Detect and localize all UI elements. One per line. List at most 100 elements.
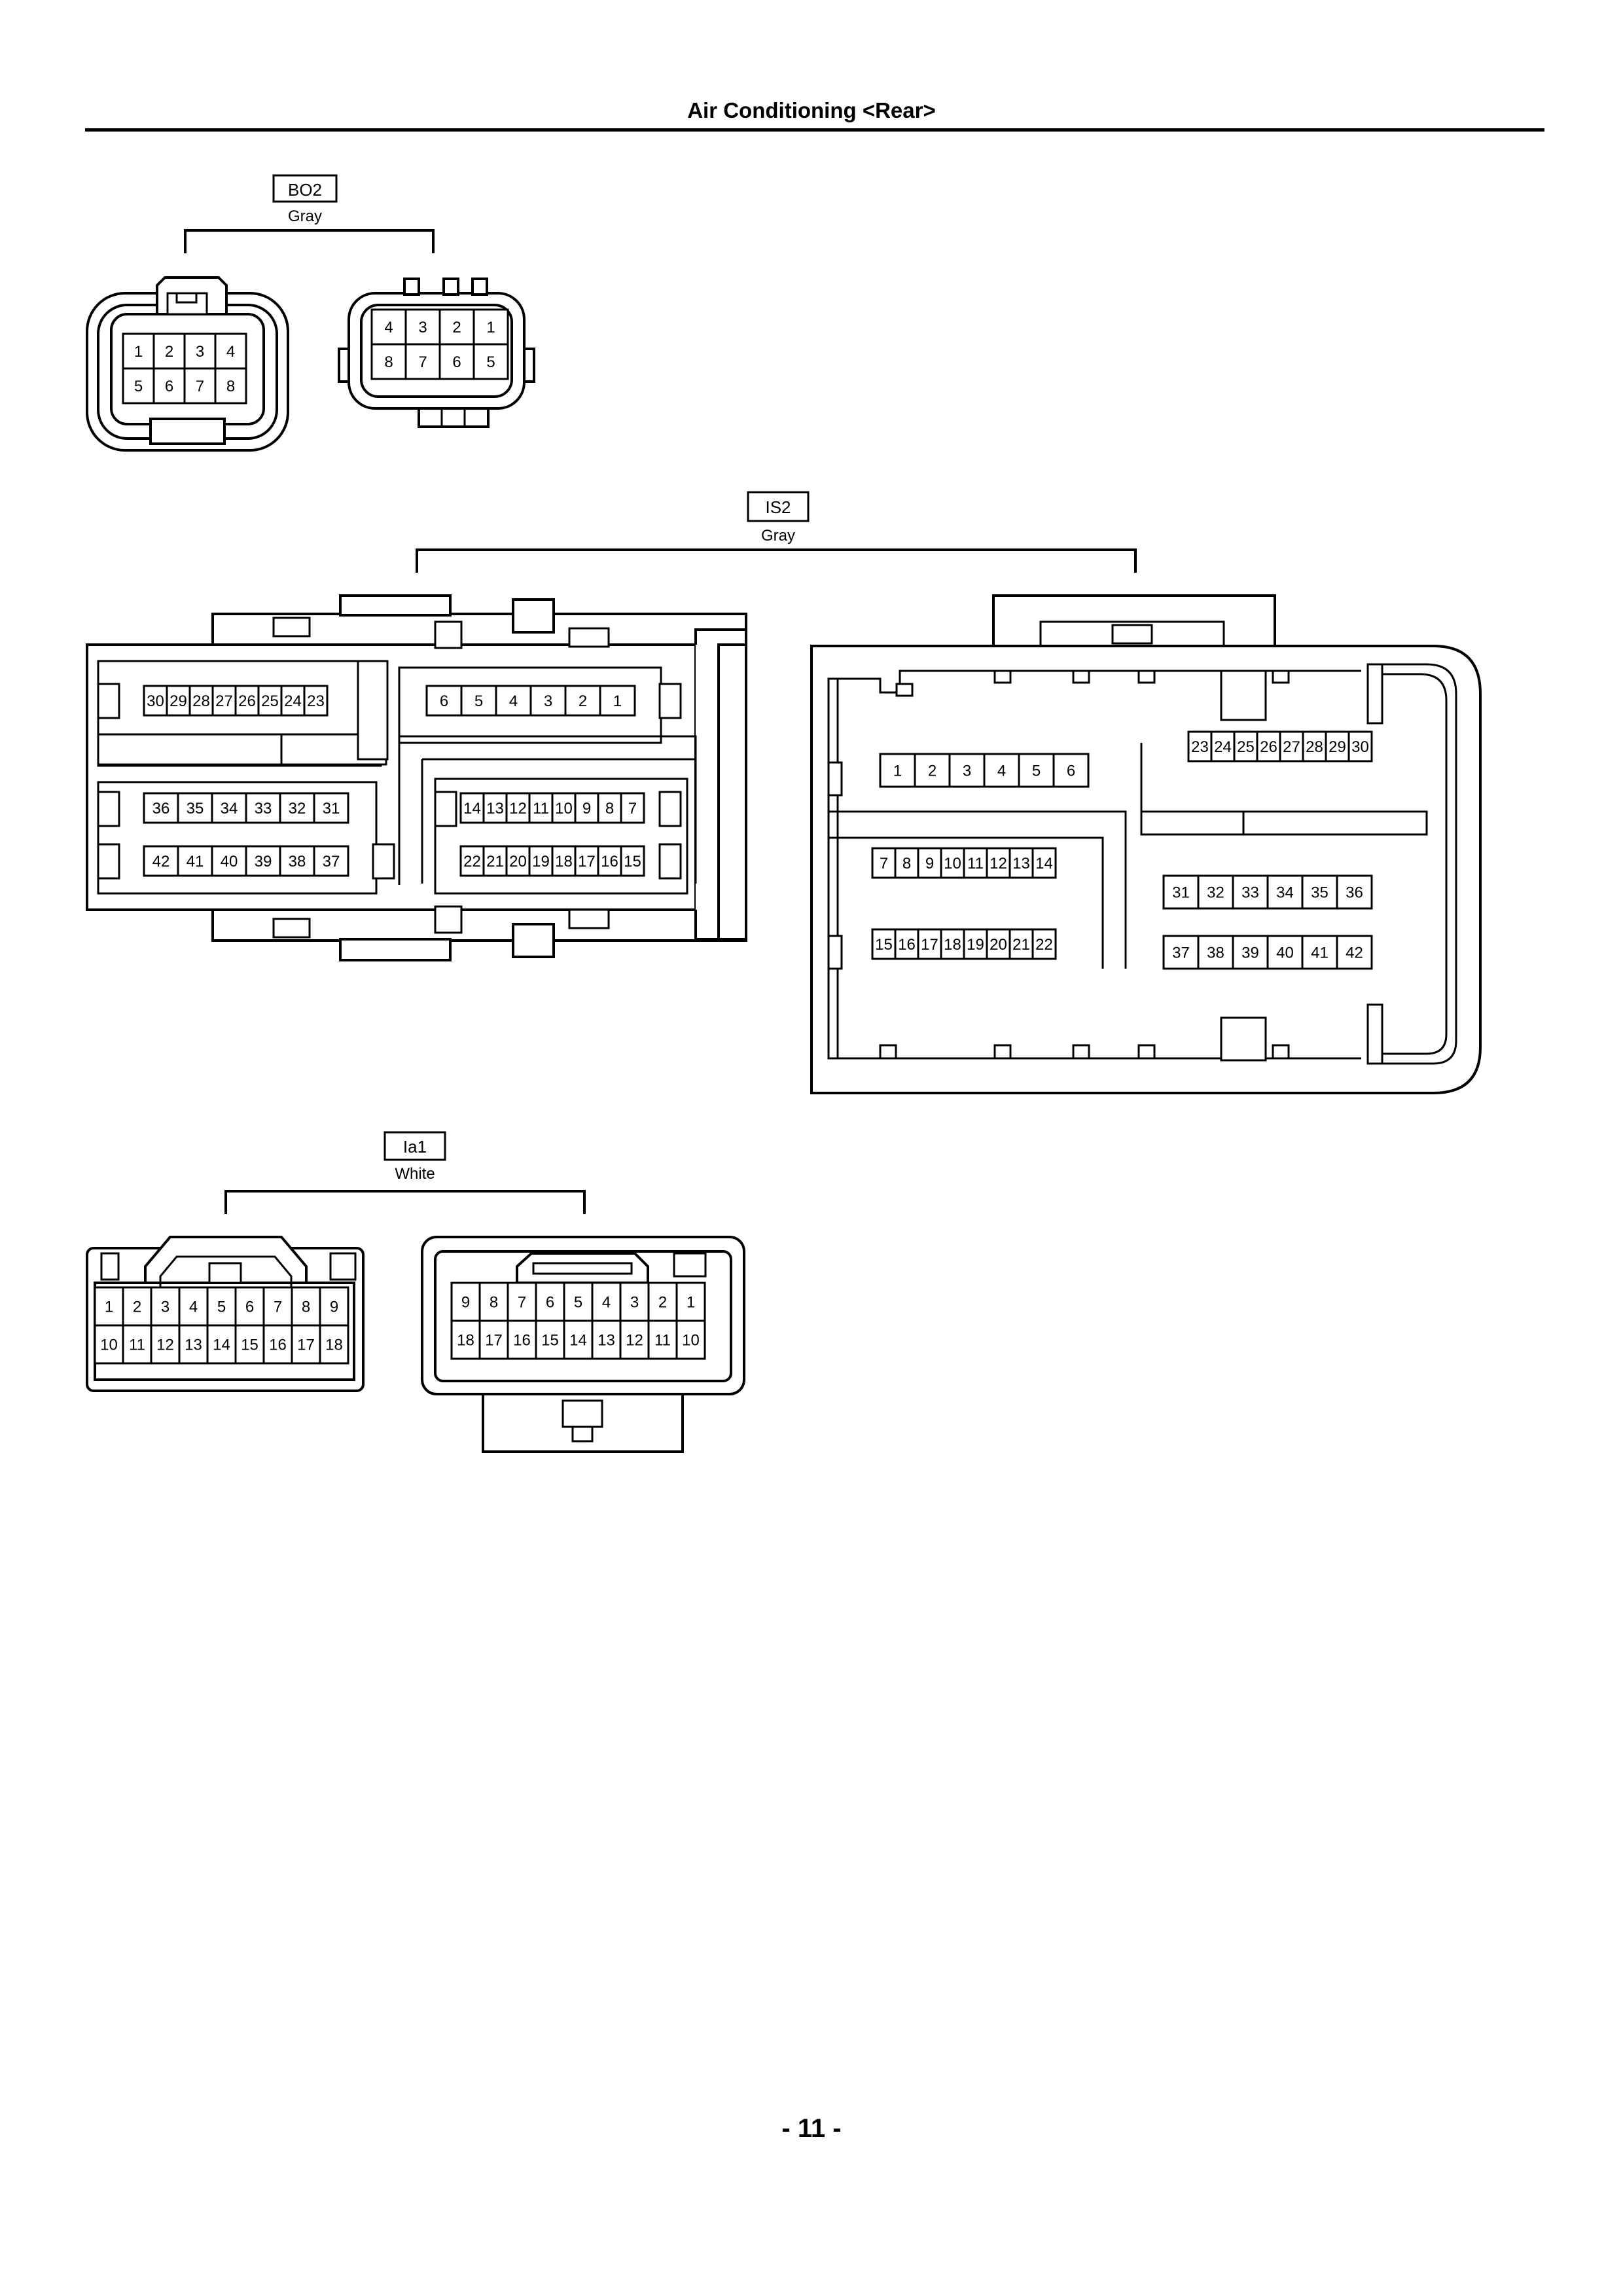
pin-number: 16 bbox=[601, 853, 618, 870]
pin-cell bbox=[450, 1282, 481, 1322]
pin-number: 5 bbox=[486, 353, 495, 371]
connector-key bbox=[442, 278, 459, 296]
pin-number: 25 bbox=[261, 692, 279, 710]
pin-number: 14 bbox=[1035, 855, 1053, 872]
pin-number: 23 bbox=[1191, 738, 1209, 756]
pin-number: 6 bbox=[1067, 762, 1075, 780]
pin-number: 3 bbox=[630, 1294, 639, 1312]
pin-number: 16 bbox=[898, 936, 916, 954]
page-number: - 11 - bbox=[781, 2114, 842, 2143]
pin-cell bbox=[591, 1282, 622, 1322]
pin-cell bbox=[963, 847, 988, 879]
pin-number: 4 bbox=[189, 1299, 198, 1316]
pin-cell bbox=[597, 845, 622, 877]
pin-number: 10 bbox=[555, 800, 573, 817]
pin-cell bbox=[1197, 935, 1234, 970]
pin-number: 5 bbox=[217, 1299, 226, 1316]
pin-cell bbox=[188, 685, 214, 717]
connector-code-box bbox=[272, 174, 338, 203]
pin-cell bbox=[1301, 935, 1338, 970]
pin-number: 7 bbox=[880, 855, 888, 872]
pin-cell bbox=[495, 685, 532, 717]
pin-number: 36 bbox=[152, 800, 170, 817]
pin-number: 17 bbox=[297, 1336, 315, 1354]
pin-cell bbox=[152, 367, 186, 404]
pin-number: 17 bbox=[485, 1332, 503, 1350]
pin-number: 26 bbox=[1260, 738, 1277, 756]
pin-number: 10 bbox=[682, 1332, 700, 1350]
pin-cell bbox=[1162, 874, 1200, 910]
pin-number: 2 bbox=[928, 762, 936, 780]
pin-cell bbox=[482, 792, 508, 824]
pin-cell bbox=[319, 1286, 349, 1327]
pin-cell bbox=[619, 1319, 650, 1360]
pin-number: 9 bbox=[582, 800, 591, 817]
pin-cell bbox=[507, 1319, 537, 1360]
pin-cell bbox=[940, 928, 965, 960]
pin-cell bbox=[1031, 928, 1057, 960]
pin-cell bbox=[291, 1286, 321, 1327]
pin-cell bbox=[122, 1286, 152, 1327]
pin-cell bbox=[234, 1286, 265, 1327]
pin-number: 38 bbox=[1207, 944, 1224, 962]
pin-number: 32 bbox=[289, 800, 306, 817]
pin-number: 39 bbox=[255, 853, 272, 870]
connector-key bbox=[471, 278, 488, 296]
connector-lock bbox=[144, 1236, 308, 1284]
pin-number: 4 bbox=[602, 1294, 611, 1312]
connector-bottom-clip bbox=[512, 923, 555, 958]
pin-number: 31 bbox=[323, 800, 340, 817]
pin-number: 4 bbox=[509, 692, 518, 710]
pin-cell bbox=[1325, 730, 1350, 762]
connector-code-box bbox=[747, 491, 810, 522]
pin-cell bbox=[245, 792, 281, 824]
connector-is2: IS2 Gray bbox=[86, 491, 1482, 1094]
pin-cell bbox=[319, 1324, 349, 1365]
pin-number: 13 bbox=[597, 1332, 615, 1350]
pin-cell bbox=[143, 792, 179, 824]
pin-number: 1 bbox=[613, 692, 622, 710]
pin-number: 22 bbox=[1035, 936, 1053, 954]
connector-code-box bbox=[383, 1131, 446, 1161]
pin-cell bbox=[1336, 935, 1373, 970]
pin-number: 31 bbox=[1172, 884, 1190, 902]
pin-number: 4 bbox=[226, 343, 235, 361]
pin-cell bbox=[313, 792, 349, 824]
pin-cell bbox=[894, 928, 919, 960]
pin-number: 34 bbox=[1276, 884, 1294, 902]
pin-number: 38 bbox=[289, 853, 306, 870]
pin-cell bbox=[894, 847, 919, 879]
pin-cell bbox=[279, 792, 315, 824]
pin-number: 28 bbox=[1306, 738, 1323, 756]
connector-code: BO2 bbox=[288, 180, 322, 200]
pin-number: 13 bbox=[486, 800, 504, 817]
pin-number: 24 bbox=[1214, 738, 1232, 756]
pin-number: 2 bbox=[579, 692, 587, 710]
pin-cell bbox=[473, 308, 509, 346]
pin-number: 6 bbox=[440, 692, 448, 710]
pin-number: 8 bbox=[902, 855, 911, 872]
pin-number: 10 bbox=[944, 855, 961, 872]
pin-cell bbox=[234, 1324, 265, 1365]
connector-code: IS2 bbox=[765, 497, 791, 517]
page-title: Air Conditioning <Rear> bbox=[687, 98, 936, 122]
pin-cell bbox=[1336, 874, 1373, 910]
pin-number: 3 bbox=[544, 692, 552, 710]
pin-number: 9 bbox=[925, 855, 934, 872]
pin-number: 20 bbox=[990, 936, 1007, 954]
pin-cell bbox=[551, 845, 577, 877]
pin-cell bbox=[1279, 730, 1304, 762]
pin-cell bbox=[478, 1282, 509, 1322]
connector-key bbox=[403, 278, 420, 296]
pin-cell bbox=[303, 685, 329, 717]
pin-number: 7 bbox=[628, 800, 637, 817]
pin-number: 7 bbox=[274, 1299, 282, 1316]
pin-number: 3 bbox=[161, 1299, 169, 1316]
pin-number: 9 bbox=[461, 1294, 470, 1312]
pin-cell bbox=[647, 1282, 678, 1322]
pin-number: 41 bbox=[1311, 944, 1329, 962]
